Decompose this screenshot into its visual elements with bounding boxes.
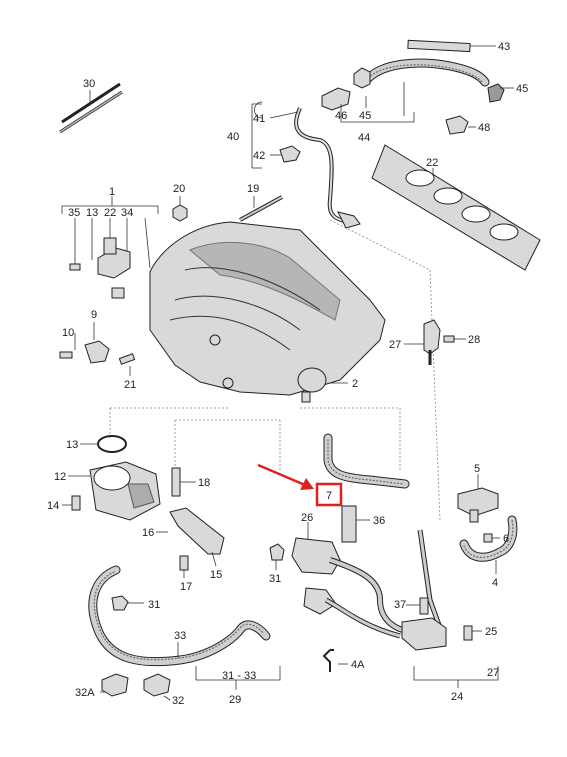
clip-31-4a <box>269 543 348 672</box>
label-4: 4 <box>492 577 498 589</box>
label-36: 36 <box>373 515 385 527</box>
label-13-top: 13 <box>86 207 98 219</box>
label-27-top: 27 <box>389 339 401 351</box>
label-2: 2 <box>352 378 358 390</box>
label-26: 26 <box>301 512 313 524</box>
label-42: 42 <box>253 150 265 162</box>
label-15: 15 <box>210 569 222 581</box>
red-arrow <box>257 463 314 490</box>
hose-7 <box>323 433 410 489</box>
label-4a: 4A <box>351 659 365 671</box>
label-9: 9 <box>91 309 97 321</box>
label-22-gasket: 22 <box>426 157 438 169</box>
leader-24-27 <box>413 666 499 688</box>
label-40: 40 <box>227 131 239 143</box>
label-14: 14 <box>47 500 59 512</box>
manifold-gasket <box>371 144 541 271</box>
seal-ring-13 <box>80 435 127 453</box>
label-41: 41 <box>253 113 265 125</box>
intake-manifold <box>111 221 386 403</box>
label-31-nut: 31 <box>148 599 160 611</box>
label-30: 30 <box>83 78 95 90</box>
sleeve-36 <box>341 505 370 543</box>
label-22-top: 22 <box>104 207 116 219</box>
breather-hose-group <box>321 39 505 135</box>
label-35: 35 <box>68 207 80 219</box>
callout-labels: 1 2 4 4A 5 6 7 9 10 12 13 13 14 15 16 17… <box>47 41 528 707</box>
stud-bolt-19 <box>239 195 283 222</box>
connector-27-28 <box>404 319 466 365</box>
sensor-9 <box>59 322 136 376</box>
label-28: 28 <box>468 334 480 346</box>
hose-4 <box>459 515 518 574</box>
clamps-32 <box>100 673 171 701</box>
label-6: 6 <box>503 533 509 545</box>
dotted-connection-lines <box>109 219 441 521</box>
leader-29 <box>195 666 281 690</box>
label-21: 21 <box>124 379 136 391</box>
label-12: 12 <box>54 471 66 483</box>
label-45-right: 45 <box>516 83 528 95</box>
label-1: 1 <box>109 186 115 198</box>
valve-26 <box>291 522 341 615</box>
cable-tie-30 <box>59 82 123 134</box>
label-16: 16 <box>142 527 154 539</box>
label-27-bottom: 27 <box>487 667 499 679</box>
label-25: 25 <box>485 626 497 638</box>
label-46: 46 <box>335 110 347 122</box>
nut-20 <box>172 196 188 222</box>
label-13-ring: 13 <box>66 439 78 451</box>
label-32a: 32A <box>75 687 95 699</box>
label-33: 33 <box>174 630 186 642</box>
bracket-15-16-17-18 <box>156 467 225 578</box>
label-29: 29 <box>229 694 241 706</box>
leader-lines-group-1 <box>61 196 159 269</box>
label-34: 34 <box>121 207 133 219</box>
label-20: 20 <box>173 183 185 195</box>
label-48: 48 <box>478 122 490 134</box>
label-37: 37 <box>394 599 406 611</box>
label-5: 5 <box>474 463 480 475</box>
label-10: 10 <box>62 327 74 339</box>
hose-33 <box>88 565 271 667</box>
label-43: 43 <box>498 41 510 53</box>
label-18: 18 <box>198 477 210 489</box>
label-45-left: 45 <box>359 110 371 122</box>
vacuum-line-group <box>251 101 361 229</box>
label-7: 7 <box>326 490 332 502</box>
valve-pipes-24 <box>324 529 482 651</box>
label-31-33: 31 - 33 <box>222 670 256 682</box>
label-19: 19 <box>247 183 259 195</box>
label-44: 44 <box>358 132 370 144</box>
sensor-22-34 <box>69 237 131 279</box>
sensor-5 <box>457 474 499 523</box>
leader-lines-top-right <box>340 45 514 128</box>
label-17: 17 <box>180 581 192 593</box>
throttle-body-12 <box>62 461 161 521</box>
label-24: 24 <box>451 691 463 703</box>
highlight-box-7 <box>315 482 343 507</box>
label-31-clip: 31 <box>269 573 281 585</box>
label-32: 32 <box>172 695 184 707</box>
